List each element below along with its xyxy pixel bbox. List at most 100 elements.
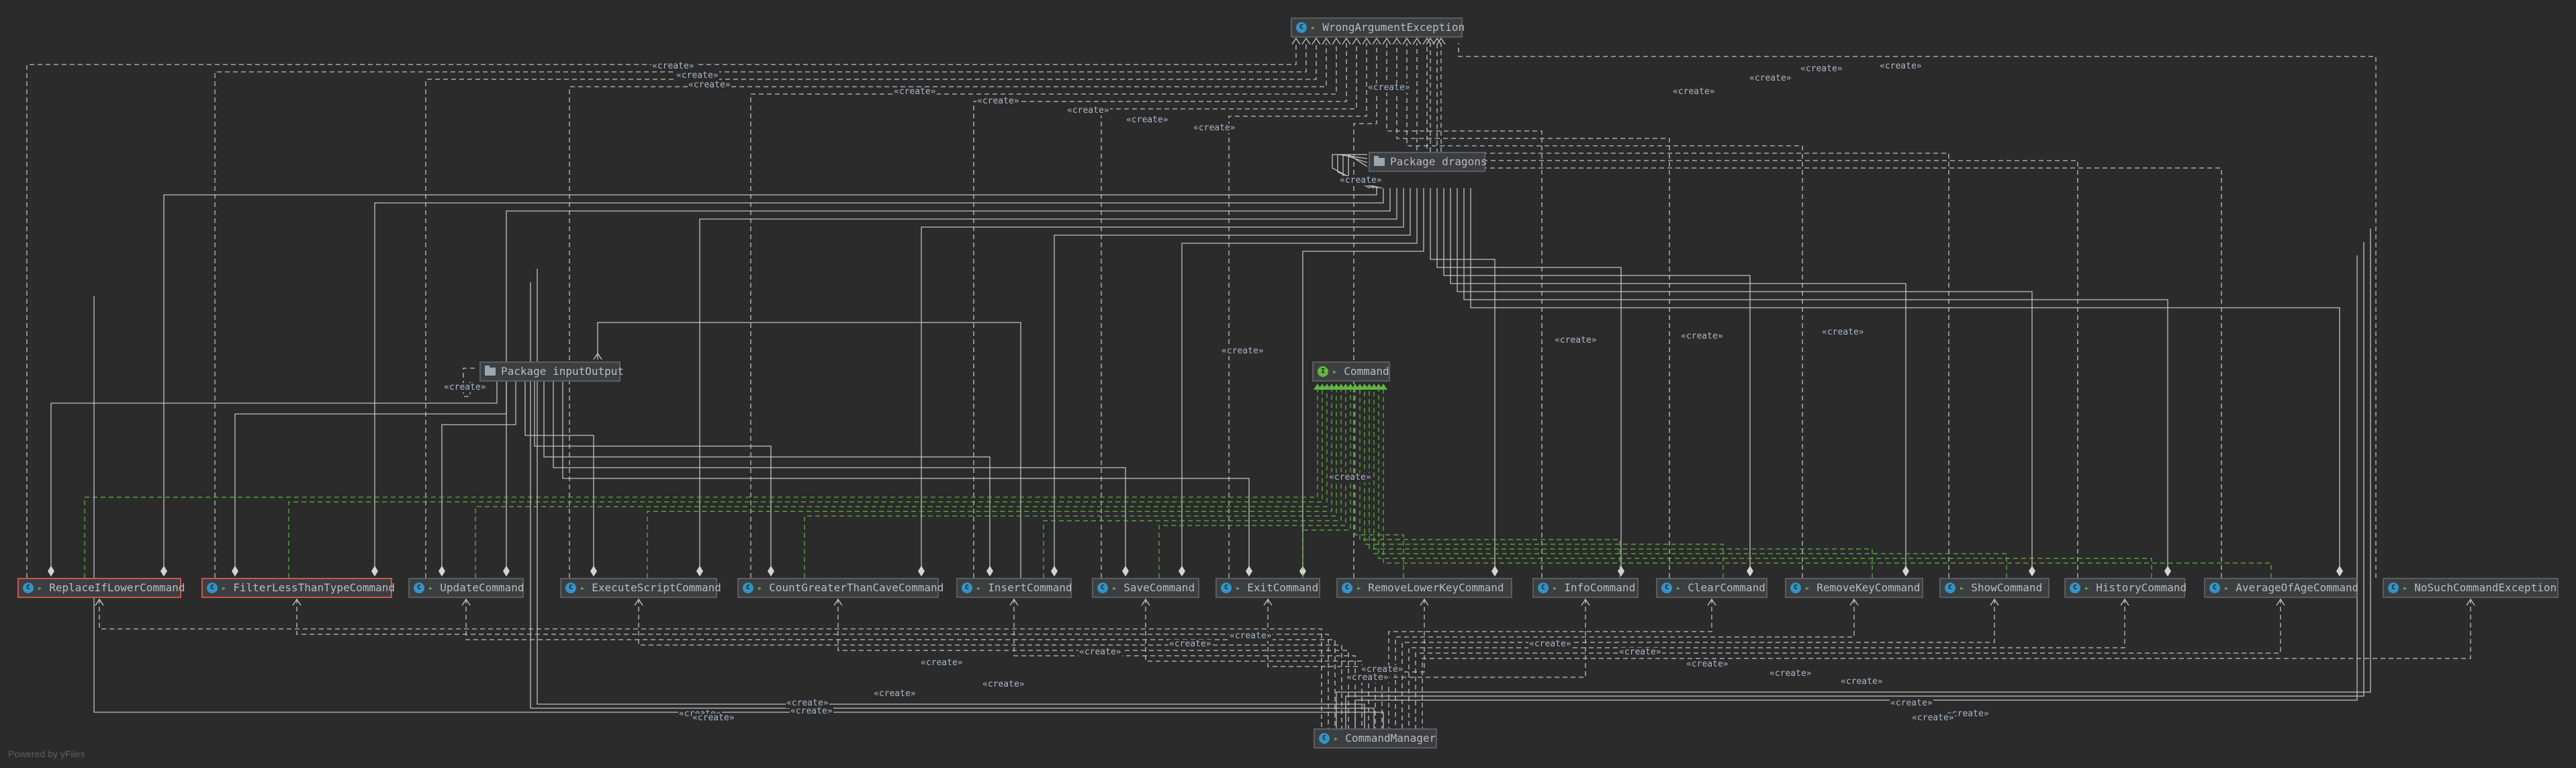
arrowhead [1420, 598, 1429, 606]
arrowhead [1291, 37, 1301, 45]
node-clear[interactable]: C▸ClearCommand [1656, 578, 1767, 598]
class-icon: C [23, 583, 34, 593]
node-insert[interactable]: C▸InsertCommand [956, 578, 1072, 598]
create-label: «create» [1672, 87, 1716, 97]
create-label: «create» [1361, 665, 1404, 675]
node-replaceiflower[interactable]: C▸ReplaceIfLowerCommand [17, 578, 185, 598]
node-command[interactable]: I▸Command [1312, 361, 1390, 382]
arrowhead [1402, 37, 1412, 45]
create-label: «create» [1346, 673, 1389, 683]
aggregation-diamond [918, 566, 925, 577]
implements-edge-removelowerkey [1354, 390, 1404, 578]
aggregation-diamond [590, 566, 597, 577]
visibility-public-icon: ▸ [1236, 583, 1241, 593]
implements-edge-replaceiflower [84, 390, 1318, 578]
node-label: Package dragons [1390, 155, 1487, 168]
dependency-edge-inputoutput-countgreater [534, 382, 772, 567]
create-label: «create» [1749, 73, 1792, 83]
commandmanager-link [1345, 242, 2364, 728]
aggregation-diamond [1491, 566, 1498, 577]
create-edge-commandmanager-info [1381, 599, 1586, 728]
node-info[interactable]: C▸InfoCommand [1532, 578, 1639, 598]
node-executescript[interactable]: C▸ExecuteScriptCommand [560, 578, 721, 598]
dependency-edge-dragons-update [506, 188, 1391, 567]
dependency-edge-inputoutput-save [553, 382, 1126, 567]
node-removekey[interactable]: C▸RemoveKeyCommand [1785, 578, 1923, 598]
node-filterlessthantype[interactable]: C▸FilterLessThanTypeCommand [201, 578, 395, 598]
node-label: WrongArgumentException [1322, 21, 1465, 34]
arrowhead [2466, 598, 2475, 606]
commandmanager-link [93, 296, 1384, 728]
inputoutput-link [597, 322, 1021, 578]
node-nosuchcommand[interactable]: C▸NoSuchCommandException [2383, 578, 2559, 598]
node-label: CountGreaterThanCaveCommand [769, 581, 944, 594]
aggregation-diamond [1299, 566, 1306, 577]
create-edge-commandmanager-history [1408, 599, 2125, 728]
visibility-public-icon: ▸ [1805, 583, 1810, 593]
create-edge-wrongarg-insert [973, 43, 1347, 578]
arrowhead [1412, 37, 1422, 45]
dependency-edge-dragons-removelowerkey [1430, 188, 1496, 567]
create-edge-commandmanager-show [1401, 599, 1995, 728]
package-folder-icon [1374, 156, 1385, 166]
powered-by-label: Powered by yFiles [8, 749, 85, 759]
create-label: «create» [443, 382, 487, 392]
create-label: «create» [920, 658, 964, 668]
implements-edge-insert [1043, 390, 1342, 578]
aggregation-diamond [696, 566, 703, 577]
create-edge-commandmanager-countgreater [837, 599, 1349, 728]
create-edge-commandmanager-executescript [638, 599, 1342, 728]
node-label: RemoveKeyCommand [1816, 581, 1921, 594]
arrowhead [833, 598, 843, 606]
visibility-public-icon: ▸ [1334, 734, 1339, 743]
create-label: «create» [1193, 123, 1236, 133]
node-label: SaveCommand [1123, 581, 1195, 594]
arrowhead [2120, 598, 2129, 606]
arrowhead [1990, 598, 1999, 606]
aggregation-diamond [371, 566, 378, 577]
node-countgreater[interactable]: C▸CountGreaterThanCaveCommand [737, 578, 944, 598]
create-edge-commandmanager-clear [1388, 599, 1712, 728]
node-removelowerkey[interactable]: C▸RemoveLowerKeyCommand [1336, 578, 1512, 598]
class-icon: C [207, 583, 218, 593]
implements-edge-info [1359, 390, 1620, 578]
dependency-edge-dragons-exit [1302, 188, 1424, 567]
node-wrongarg[interactable]: C▸WrongArgumentException [1291, 17, 1465, 38]
node-dragons[interactable]: Package dragons [1369, 152, 1487, 172]
node-label: ClearCommand [1688, 581, 1765, 594]
aggregation-diamond [1902, 566, 1909, 577]
node-averageofage[interactable]: C▸AverageOfAgeCommand [2204, 578, 2358, 598]
arrowhead [1432, 37, 1442, 45]
arrowhead [1362, 37, 1371, 45]
commandmanager-link [1336, 228, 2371, 728]
dependency-edge-dragons-averageofage [1470, 188, 2340, 567]
create-label: «create» [976, 96, 1020, 106]
dependency-edge-dragons-history [1463, 188, 2168, 567]
node-history[interactable]: C▸HistoryCommand [2064, 578, 2187, 598]
node-commandmanager[interactable]: C▸CommandManager [1314, 728, 1437, 749]
node-label: InfoCommand [1564, 581, 1636, 594]
dependency-edge-inputoutput-executescript [524, 382, 594, 567]
node-inputoutput[interactable]: Package inputOutput [479, 361, 624, 382]
arrowhead [1422, 37, 1432, 45]
arrowhead [2276, 598, 2285, 606]
arrowhead [1263, 598, 1273, 606]
arrowhead [1426, 37, 1435, 45]
node-show[interactable]: C▸ShowCommand [1939, 578, 2050, 598]
node-exit[interactable]: C▸ExitCommand [1215, 578, 1320, 598]
class-icon: C [414, 583, 424, 593]
interface-icon: I [1318, 366, 1328, 377]
create-edge-wrongarg-removekey [1406, 43, 1803, 578]
create-edge-wrongarg-removelowerkey [1353, 43, 1377, 578]
node-update[interactable]: C▸UpdateCommand [408, 578, 524, 598]
arrowhead [1436, 37, 1446, 45]
node-label: ShowCommand [1971, 581, 2043, 594]
create-edge-wrongarg-clear [1396, 43, 1670, 578]
create-label: «create» [1339, 175, 1383, 185]
aggregation-diamond [768, 566, 774, 577]
dependency-edge-inputoutput-update [441, 382, 516, 567]
commandmanager-link [530, 282, 1375, 728]
node-save[interactable]: C▸SaveCommand [1092, 578, 1199, 598]
arrowhead [1849, 598, 1859, 606]
